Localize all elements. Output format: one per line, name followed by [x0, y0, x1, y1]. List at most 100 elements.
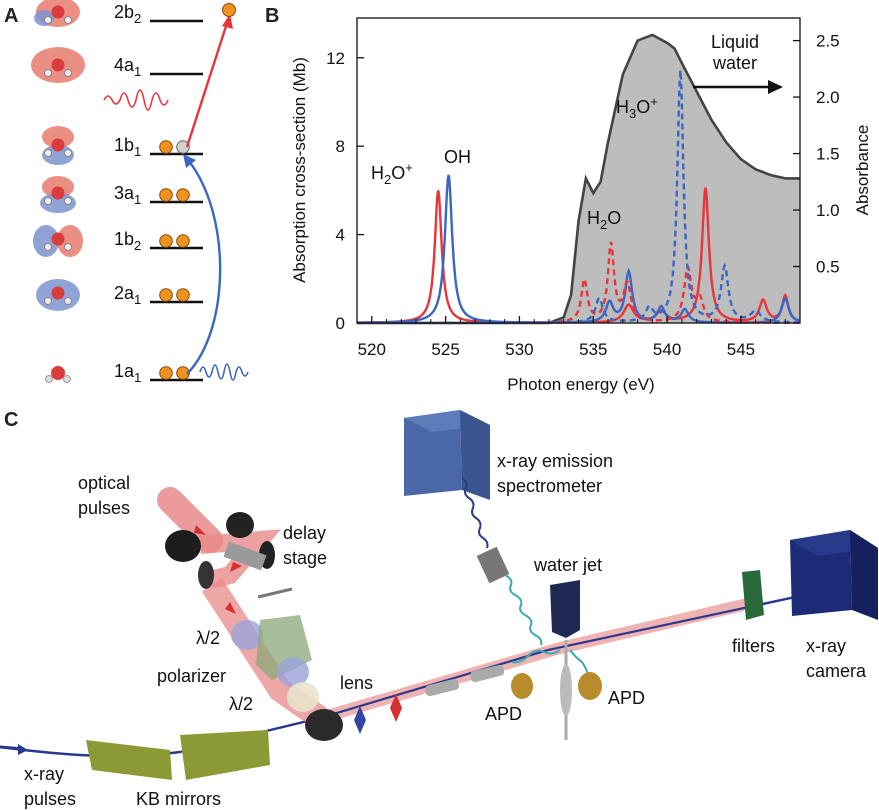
- panel-c-label: C: [4, 409, 18, 431]
- electron-icon: [159, 288, 173, 302]
- orbital-label: 1b1: [114, 135, 141, 159]
- electron-icon: [159, 366, 173, 380]
- beamline-filter-red: [390, 694, 402, 722]
- water-jet-droplets: [560, 664, 572, 716]
- beamline-tube-2: [470, 664, 505, 683]
- panel-b-label: B: [265, 5, 279, 27]
- panel-a-orbital-diagram: A 2b2 4a1 1b1 3a1 1b2 2a1 1a1: [4, 0, 249, 385]
- orbital-label: 1b2: [114, 229, 141, 253]
- lambda-half-label-1: λ/2: [196, 628, 220, 648]
- lens-label: lens: [340, 673, 373, 693]
- y-right-tick-label: 1.0: [816, 201, 840, 220]
- electron-icon: [159, 188, 173, 202]
- electron-icon: [176, 188, 190, 202]
- polarizer-label: polarizer: [157, 666, 226, 686]
- xray-camera-side: [850, 530, 878, 620]
- valence-ionization-arrow: [185, 19, 230, 148]
- panel-a-label: A: [4, 5, 18, 27]
- x-tick-label: 540: [653, 340, 681, 359]
- lens-element: [287, 682, 319, 712]
- y-left-tick-label: 12: [326, 49, 345, 68]
- h2o-plus-annotation: H2O+: [371, 160, 413, 187]
- delay-stage-label-2: stage: [283, 548, 327, 568]
- x-tick-label: 535: [579, 340, 607, 359]
- delay-stage-platform: [223, 541, 267, 571]
- emission-spectrometer-side: [460, 410, 490, 500]
- xray-pulses-label-2: pulses: [24, 789, 76, 809]
- waveplate-1: [231, 620, 263, 650]
- lambda-half-label-2: λ/2: [229, 694, 253, 714]
- filters-label: filters: [732, 636, 775, 656]
- water-jet-nozzle: [550, 580, 580, 638]
- h2o-annotation: H2O: [587, 208, 621, 232]
- orbital-lobe-picture: [31, 47, 85, 83]
- liquid-water-annotation-line2: water: [712, 53, 757, 73]
- orbital-lobe-images: [31, 0, 85, 383]
- orbital-label: 1a1: [114, 361, 141, 385]
- orbital-label: 4a1: [114, 55, 141, 79]
- optical-pulses-label-1: optical: [78, 473, 130, 493]
- liquid-water-annotation-line1: Liquid: [711, 32, 759, 52]
- spectrometer-grating: [476, 546, 510, 584]
- xray-pulses-label-1: x-ray: [24, 764, 64, 784]
- delay-mirror-1: [226, 512, 254, 538]
- optical-pulses-label-2: pulses: [78, 498, 130, 518]
- orbital-lobe-picture: [33, 225, 83, 257]
- filters-element: [742, 570, 764, 620]
- electron-hole-icon: [176, 140, 190, 154]
- xray-camera-label-1: x-ray: [806, 636, 846, 656]
- panel-c-experimental-setup: C optical pulse: [0, 409, 878, 809]
- optical-input-optic: [165, 530, 201, 562]
- orbital-lobe-picture: [42, 126, 74, 165]
- kb-mirror-2: [180, 730, 270, 780]
- water-jet-label: water jet: [533, 555, 602, 575]
- ejected-electron-icon: [222, 3, 236, 17]
- kb-mirror-1: [86, 740, 172, 780]
- chart-area-layer: [357, 33, 800, 325]
- liquid-water-absorbance-area: [357, 34, 800, 324]
- xray-pulses-arrowhead: [18, 744, 28, 755]
- emission-spectrometer-label-2: spectrometer: [497, 476, 602, 496]
- beam-direction-arrow-1: [194, 525, 206, 535]
- emission-spectrometer-front: [404, 410, 462, 496]
- beam-direction-arrow-3: [225, 602, 236, 614]
- combining-mirror: [305, 709, 343, 741]
- y-axis-right-title: Absorbance: [853, 125, 872, 216]
- x-axis-title: Photon energy (eV): [507, 375, 654, 394]
- beamline-tube-1: [425, 678, 460, 697]
- orbital-label: 2a1: [114, 283, 141, 307]
- y-right-tick-label: 1.5: [816, 145, 840, 164]
- y-left-tick-label: 0: [336, 314, 345, 333]
- orbital-label: 3a1: [114, 183, 141, 207]
- liquid-water-absorbance-line: [357, 33, 800, 325]
- electron-icon: [176, 234, 190, 248]
- apd-left-label: APD: [485, 704, 522, 724]
- orbital-lobe-picture: [45, 366, 71, 383]
- steering-mirror: [198, 561, 214, 589]
- fluorescence-wave-right: [569, 649, 589, 675]
- y-right-tick-label: 0.5: [816, 258, 840, 277]
- h3o-plus-annotation: H3O+: [616, 94, 658, 121]
- orbital-lobe-picture: [40, 176, 76, 213]
- apd-right-detector: [578, 672, 602, 700]
- apd-right-label: APD: [608, 688, 645, 708]
- fluorescence-wave-left: [511, 649, 561, 664]
- beam-direction-arrow-2: [230, 562, 242, 572]
- electron-icon: [176, 288, 190, 302]
- x-tick-label: 525: [431, 340, 459, 359]
- orbital-lobe-picture: [34, 0, 80, 27]
- orbital-energy-levels: 2b2 4a1 1b1 3a1 1b2 2a1 1a1: [114, 2, 203, 385]
- emission-signal-wave-2: [504, 574, 543, 646]
- waveplate-2: [277, 657, 309, 687]
- emission-spectrometer-label-1: x-ray emission: [497, 451, 613, 471]
- y-right-tick-label: 2.5: [816, 32, 840, 51]
- valence-ionization-arrowhead: [222, 14, 233, 29]
- y-left-tick-label: 4: [336, 226, 345, 245]
- orbital-lobe-picture: [36, 279, 80, 311]
- core-excitation-arrowhead: [183, 154, 196, 168]
- electron-icon: [159, 140, 173, 154]
- orbital-label: 2b2: [114, 2, 141, 26]
- xray-pulse-wave-icon: [199, 363, 249, 381]
- core-excitation-arrow: [186, 159, 222, 375]
